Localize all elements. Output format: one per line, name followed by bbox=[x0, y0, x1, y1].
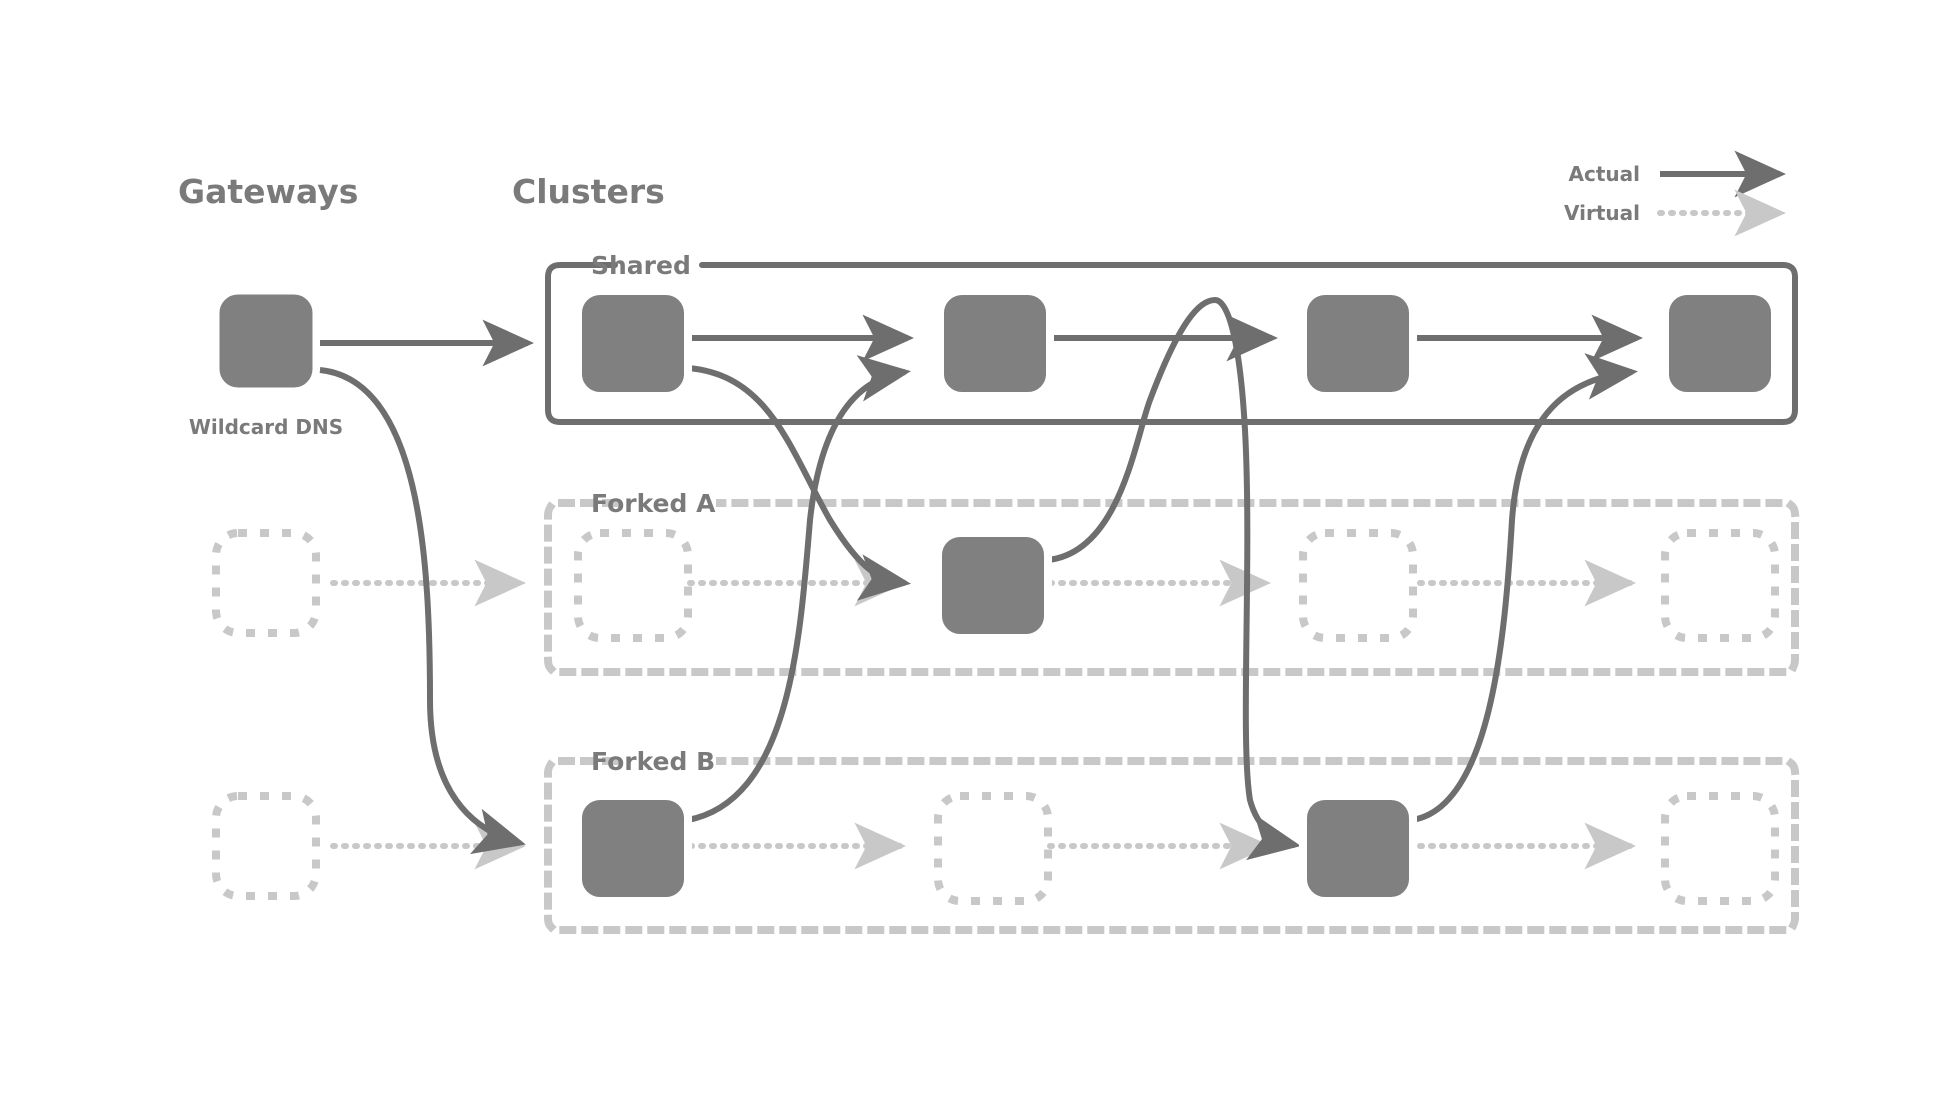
cluster-node-forked-a-n3[interactable] bbox=[1299, 529, 1417, 642]
gateway-node-forked-a-shape bbox=[212, 529, 320, 637]
legend: Actual Virtual bbox=[1564, 150, 1787, 237]
gateway-node-shared[interactable]: Wildcard DNS bbox=[189, 287, 343, 439]
cluster-node-forked-b-n4[interactable] bbox=[1661, 792, 1779, 905]
forked-a-cluster-nodes bbox=[574, 529, 1779, 642]
cluster-node-forked-b-n3[interactable] bbox=[1299, 792, 1417, 905]
gateway-nodes: Wildcard DNS bbox=[189, 287, 343, 900]
edge-forked-a-n2-to-forked-b-n3-seg1 bbox=[1047, 297, 1216, 563]
shared-cluster-nodes bbox=[574, 287, 1779, 400]
cluster-border-forked-a bbox=[544, 499, 1799, 676]
cluster-label-forked-a: Forked A bbox=[591, 489, 716, 518]
actual-edges bbox=[319, 297, 1644, 861]
cluster-node-shared-n4[interactable] bbox=[1661, 287, 1779, 400]
cluster-border-forked-b bbox=[544, 757, 1799, 934]
cluster-container-forked-b[interactable]: Forked B bbox=[544, 747, 1799, 934]
edge-forked-a-n2-to-forked-b-n3 bbox=[1214, 297, 1301, 861]
edge-forked-b-n3-to-shared-n4 bbox=[1411, 353, 1638, 823]
cluster-container-shared[interactable]: Shared bbox=[545, 251, 1798, 425]
cluster-container-forked-a[interactable]: Forked A bbox=[544, 489, 1799, 676]
cluster-node-forked-a-n4[interactable] bbox=[1661, 529, 1779, 642]
column-title-clusters: Clusters bbox=[512, 172, 665, 211]
cluster-node-forked-b-n1[interactable] bbox=[574, 792, 692, 905]
cluster-node-forked-b-n2[interactable] bbox=[934, 792, 1052, 905]
legend-item-virtual: Virtual bbox=[1564, 189, 1787, 237]
gateway-node-forked-b-shape bbox=[212, 792, 320, 900]
gateway-node-forked-a[interactable] bbox=[212, 529, 320, 637]
cluster-border-shared bbox=[545, 262, 1798, 425]
gateway-node-forked-b[interactable] bbox=[212, 792, 320, 900]
forked-b-cluster-nodes bbox=[574, 792, 1779, 905]
cluster-node-forked-a-n2[interactable] bbox=[934, 529, 1052, 642]
legend-label-actual: Actual bbox=[1569, 162, 1640, 186]
cluster-label-shared: Shared bbox=[591, 251, 691, 280]
cluster-label-forked-b: Forked B bbox=[591, 747, 715, 776]
cluster-node-shared-n3[interactable] bbox=[1299, 287, 1417, 400]
legend-label-virtual: Virtual bbox=[1564, 201, 1640, 225]
gateway-node-shared-caption: Wildcard DNS bbox=[189, 415, 343, 439]
cluster-node-shared-n2[interactable] bbox=[936, 287, 1054, 400]
column-title-gateways: Gateways bbox=[178, 172, 358, 211]
cluster-node-shared-n1[interactable] bbox=[574, 287, 692, 400]
edge-gw-shared-to-forked-b-n1 bbox=[319, 367, 526, 855]
edge-forked-b-n1-to-shared-n2 bbox=[687, 355, 911, 823]
cluster-node-forked-a-n1[interactable] bbox=[574, 529, 692, 642]
gateway-node-shared-shape bbox=[212, 287, 320, 395]
legend-item-actual: Actual bbox=[1569, 150, 1787, 198]
edge-shared-n1-to-forked-a-n2 bbox=[687, 365, 911, 601]
